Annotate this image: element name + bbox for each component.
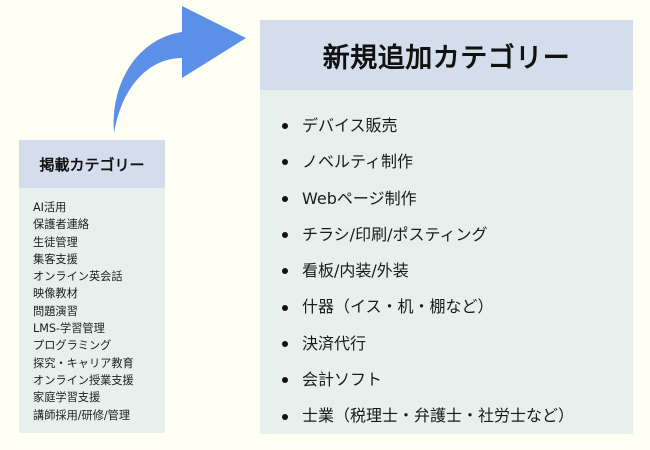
- list-item: 家庭学習支援: [33, 391, 101, 405]
- list-item: 問題演習: [33, 304, 78, 318]
- curved-arrow-icon: [113, 6, 246, 133]
- list-item: オンライン授業支援: [33, 373, 134, 387]
- new-categories-title: 新規追加カテゴリー: [260, 20, 633, 90]
- listed-categories-list: AI活用 保護者連絡 生徒管理 集客支援 オンライン英会話 映像教材 問題演習 …: [19, 188, 165, 424]
- bullet-icon: [282, 159, 288, 166]
- list-item: 講師採用/研修/管理: [33, 408, 131, 422]
- list-item: 決済代行: [282, 326, 633, 362]
- list-item-label: ノベルティ制作: [302, 152, 414, 172]
- list-item: AI活用: [33, 201, 67, 214]
- list-item: 什器（イス・机・棚など）: [282, 289, 633, 325]
- bullet-icon: [282, 195, 288, 202]
- new-categories-list: デバイス販売 ノベルティ制作 Webページ制作 チラシ/印刷/ポスティング 看板…: [260, 90, 633, 435]
- list-item: LMS-学習管理: [33, 322, 105, 336]
- list-item: チラシ/印刷/ポスティング: [282, 217, 633, 253]
- list-item: 保護者連絡: [33, 218, 89, 232]
- bullet-icon: [282, 268, 288, 275]
- bullet-icon: [282, 377, 288, 384]
- list-item: 会計ソフト: [282, 362, 633, 398]
- list-item-label: 決済代行: [302, 333, 367, 353]
- list-item-label: 看板/内装/外装: [302, 261, 409, 281]
- listed-categories-title: 掲載カテゴリー: [19, 140, 165, 188]
- list-item: 士業（税理士・弁護士・社労士など）: [282, 398, 633, 434]
- list-item: 探究・キャリア教育: [33, 356, 134, 370]
- list-item-label: Webページ制作: [302, 188, 417, 208]
- list-item-label: 什器（イス・机・棚など）: [302, 297, 494, 317]
- list-item-label: 会計ソフト: [302, 370, 383, 390]
- bullet-icon: [282, 304, 288, 311]
- list-item: ノベルティ制作: [282, 144, 633, 180]
- list-item-label: デバイス販売: [302, 116, 398, 135]
- bullet-icon: [282, 123, 288, 130]
- list-item: 映像教材: [33, 287, 78, 301]
- bullet-icon: [282, 413, 288, 420]
- list-item-label: チラシ/印刷/ポスティング: [302, 224, 488, 244]
- list-item: Webページ制作: [282, 181, 633, 217]
- bullet-icon: [282, 232, 288, 239]
- bullet-icon: [282, 340, 288, 347]
- list-item: 生徒管理: [33, 235, 78, 249]
- new-categories-panel: 新規追加カテゴリー デバイス販売 ノベルティ制作 Webページ制作 チラシ/印刷…: [260, 20, 633, 434]
- list-item: プログラミング: [33, 339, 112, 353]
- list-item: 集客支援: [33, 252, 78, 266]
- list-item-label: 士業（税理士・弁護士・社労士など）: [302, 406, 575, 426]
- list-item: オンライン英会話: [33, 270, 123, 284]
- list-item: 看板/内装/外装: [282, 253, 633, 289]
- list-item: デバイス販売: [282, 108, 633, 144]
- listed-categories-panel: 掲載カテゴリー AI活用 保護者連絡 生徒管理 集客支援 オンライン英会話 映像…: [19, 140, 165, 433]
